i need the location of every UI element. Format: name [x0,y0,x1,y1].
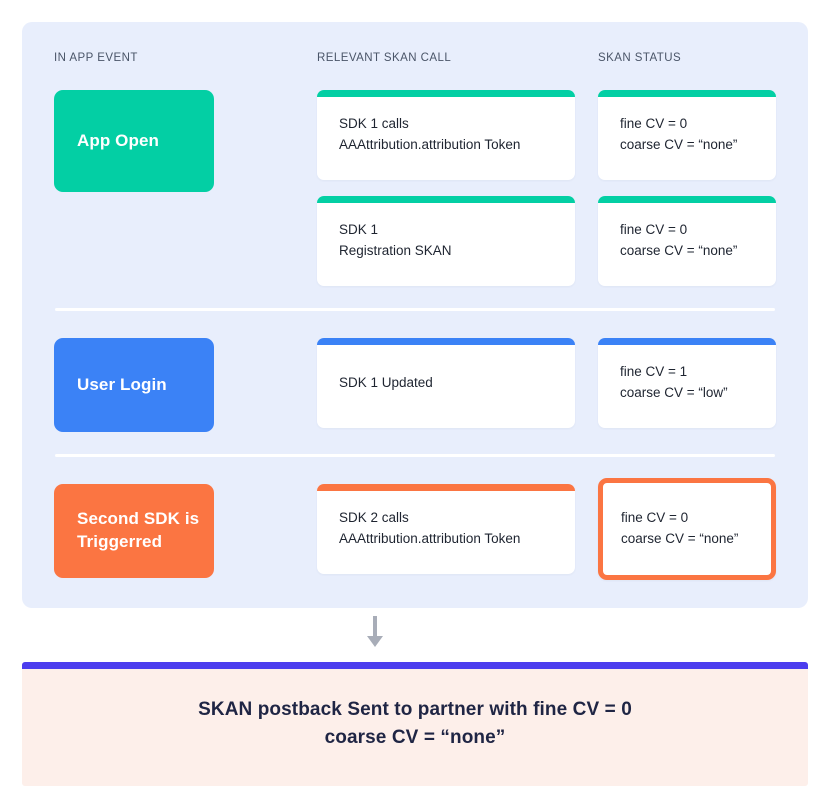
card-body: SDK 2 calls AAAttribution.attribution To… [317,484,575,574]
event-tile-app-open[interactable]: App Open [54,90,214,192]
card-body: SDK 1 Updated [317,338,575,428]
column-header-in-app-event: IN APP EVENT [54,52,138,64]
skan-status-card[interactable]: fine CV = 0 coarse CV = “none” [598,196,776,286]
postback-banner-text: SKAN postback Sent to partner with fine … [198,699,632,748]
column-header-skan-status: SKAN STATUS [598,52,682,64]
skan-status-card[interactable]: fine CV = 1 coarse CV = “low” [598,338,776,428]
card-accent-bar [317,484,575,491]
skan-status-card[interactable]: fine CV = 0 coarse CV = “none” [598,90,776,180]
card-accent-bar [598,90,776,97]
event-tile-label: App Open [77,130,160,150]
skan-call-card[interactable]: SDK 1 Updated [317,338,575,428]
skan-call-text: SDK 1 Registration SKAN [339,222,452,258]
card-accent-bar [598,196,776,203]
postback-banner: SKAN postback Sent to partner with fine … [22,662,808,786]
skan-call-text: SDK 2 calls AAAttribution.attribution To… [339,510,521,546]
row-group-second-sdk: Second SDK is Triggerred SDK 2 calls AAA… [22,464,808,586]
card-body: fine CV = 1 coarse CV = “low” [598,338,776,428]
skan-status-text: fine CV = 1 coarse CV = “low” [620,364,728,400]
card-accent-bar [317,90,575,97]
skan-call-card[interactable]: SDK 1 calls AAAttribution.attribution To… [317,90,575,180]
card-accent-bar [598,338,776,345]
row-divider [55,454,775,457]
skan-status-card-highlighted[interactable]: fine CV = 0 coarse CV = “none” [598,478,776,580]
card-body: fine CV = 0 coarse CV = “none” [603,483,771,575]
card-accent-bar [317,196,575,203]
skan-status-text: fine CV = 0 coarse CV = “none” [621,510,739,546]
card-accent-bar [317,338,575,345]
skan-call-text: SDK 1 calls AAAttribution.attribution To… [339,116,521,152]
event-tile-user-login[interactable]: User Login [54,338,214,432]
skan-call-card[interactable]: SDK 1 Registration SKAN [317,196,575,286]
card-body: fine CV = 0 coarse CV = “none” [598,90,776,180]
card-body: fine CV = 0 coarse CV = “none” [598,196,776,286]
skan-call-card[interactable]: SDK 2 calls AAAttribution.attribution To… [317,484,575,574]
event-tile-label: User Login [77,374,167,394]
arrow-down-icon [363,616,387,648]
card-body: SDK 1 calls AAAttribution.attribution To… [317,90,575,180]
postback-banner-accent-bar [22,662,808,669]
column-header-relevant-skan-call: RELEVANT SKAN CALL [317,52,452,64]
event-tile-second-sdk[interactable]: Second SDK is Triggerred [54,484,214,578]
skan-call-text: SDK 1 Updated [339,374,433,390]
card-body: SDK 1 Registration SKAN [317,196,575,286]
skan-status-text: fine CV = 0 coarse CV = “none” [620,222,738,258]
skan-status-text: fine CV = 0 coarse CV = “none” [620,116,738,152]
row-group-app-open: App Open SDK 1 calls AAAttribution.attri… [22,86,808,302]
row-divider [55,308,775,311]
flow-panel: IN APP EVENT RELEVANT SKAN CALL SKAN STA… [22,22,808,608]
event-tile-label: Second SDK is Triggerred [77,509,200,551]
row-group-user-login: User Login SDK 1 Updated fine CV = 1 coa… [22,318,808,440]
